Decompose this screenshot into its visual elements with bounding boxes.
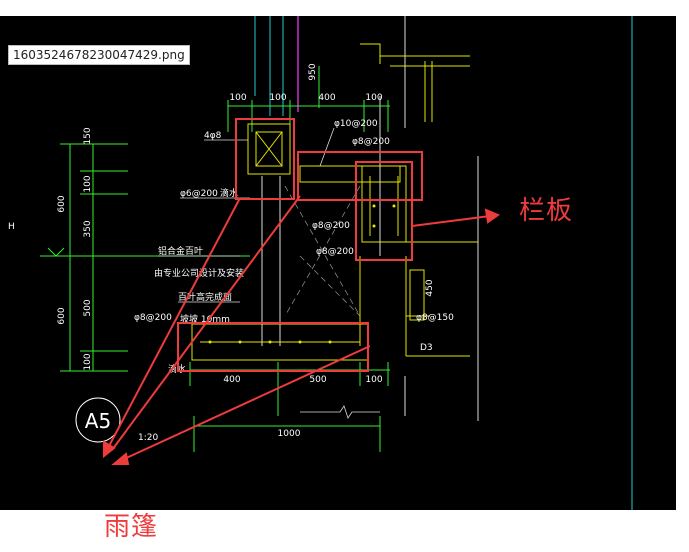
- section-detail-drawing: 100 100 400 100 950 150 100 600 350 500 …: [8, 16, 633, 510]
- dim-left-600-top: 600: [57, 195, 67, 212]
- detail-id: A5: [85, 409, 111, 433]
- label-phi8-150: φ8@150: [416, 313, 454, 323]
- arrow-railing: [411, 215, 491, 227]
- bottom-dimension-text: 400 500 100 1000 450: [223, 279, 435, 439]
- detail-marker: A5 1:20: [75, 397, 158, 443]
- dim-top-1: 100: [229, 93, 246, 103]
- dim-bottom-100: 100: [365, 375, 382, 385]
- column-lines: [254, 16, 633, 510]
- top-right-fragments: [360, 43, 470, 122]
- dim-total-1000: 1000: [278, 429, 301, 439]
- arrow-canopy-3: [121, 345, 371, 461]
- arrow-canopy-2: [111, 195, 301, 451]
- label-phi8-c: φ8@200: [316, 247, 354, 257]
- dim-450: 450: [425, 279, 435, 296]
- railing-slab: [299, 165, 478, 243]
- label-phi6: φ6@200: [180, 189, 218, 199]
- beam-white-outline: [261, 176, 281, 346]
- red-arrows: [103, 195, 501, 465]
- dim-top-3: 400: [318, 93, 335, 103]
- dim-left-600-bottom: 600: [57, 307, 67, 324]
- left-dimension-chain: [40, 143, 250, 372]
- dim-950: 950: [308, 63, 318, 80]
- label-drip: 滴水: [220, 187, 238, 199]
- highlight-top: [297, 151, 423, 201]
- white-frame-lines: [379, 16, 479, 421]
- annotation-railing: 栏板: [519, 196, 574, 226]
- label-pro: 由专业公司设计及安装: [154, 267, 244, 279]
- label-alu: 铝合金百叶: [158, 245, 203, 257]
- annotation-canopy: 雨篷: [104, 512, 159, 542]
- label-phi10: φ10@200: [334, 119, 378, 129]
- dim-bottom-400: 400: [223, 375, 240, 385]
- label-louver-top: 百叶高完成面: [178, 291, 232, 303]
- detail-scale: 1:20: [138, 433, 158, 443]
- dim-left-100: 100: [83, 175, 93, 192]
- highlight-beam: [235, 118, 295, 200]
- label-4phi8: 4φ8: [204, 131, 222, 141]
- highlight-railing: [355, 161, 413, 261]
- file-name-label: 1603524678230047429.png: [8, 45, 190, 65]
- break-lines: [300, 405, 380, 419]
- hatch-lines: [284, 185, 361, 317]
- top-beam: [247, 123, 291, 175]
- leader-lines: [158, 127, 335, 303]
- top-dimension-chain: [227, 66, 390, 132]
- dim-left-350: 350: [83, 220, 93, 237]
- dim-left-100-bottom: 100: [83, 353, 93, 370]
- marker-h: H: [8, 222, 15, 232]
- cad-drawing-canvas: 100 100 400 100 950 150 100 600 350 500 …: [0, 16, 676, 510]
- highlight-canopy: [177, 322, 369, 372]
- tag-d3: D3: [420, 343, 433, 353]
- dim-left-500: 500: [83, 299, 93, 316]
- left-dimension-text: 150 100 600 350 500 600 100 H: [8, 127, 93, 370]
- canopy-dots: [208, 204, 396, 344]
- top-dimension-text: 100 100 400 100 950: [229, 63, 382, 103]
- label-phi8-d: φ8@200: [134, 313, 172, 323]
- label-phi8-a: φ8@200: [352, 137, 390, 147]
- dim-top-2: 100: [269, 93, 286, 103]
- dim-top-4: 100: [365, 93, 382, 103]
- arrow-canopy-1: [107, 197, 241, 449]
- label-phi8-b: φ8@200: [312, 221, 350, 231]
- dim-left-150: 150: [83, 127, 93, 144]
- d3-column: [406, 269, 430, 321]
- dim-bottom-500: 500: [309, 375, 326, 385]
